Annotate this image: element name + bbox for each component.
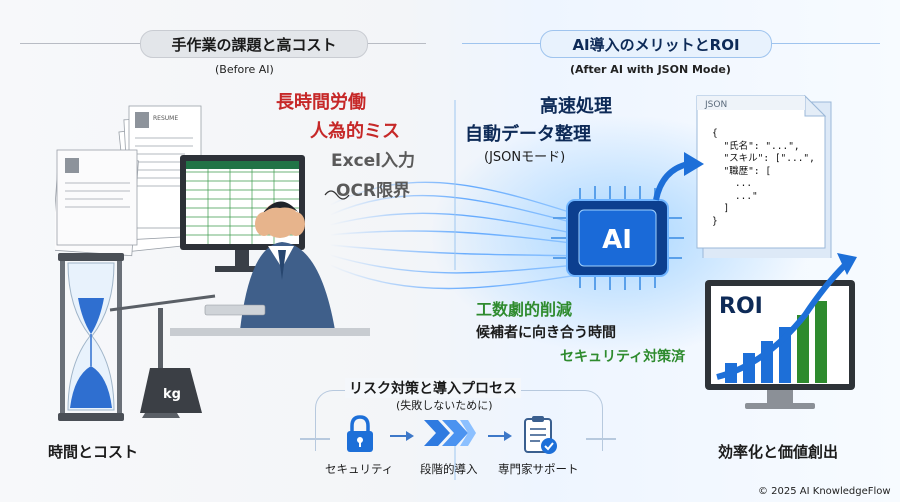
copyright-text: © 2025 AI KnowledgeFlow xyxy=(758,486,891,497)
headline-auto-data: 自動データ整理 xyxy=(465,124,591,145)
arrow-right-icon xyxy=(390,431,414,441)
frustrated-worker-at-desk xyxy=(170,155,370,336)
right-title-rule-right xyxy=(770,43,880,44)
json-line: { xyxy=(712,128,718,139)
headline-json-mode: (JSONモード) xyxy=(484,150,566,165)
checklist-icon xyxy=(524,416,557,454)
json-line: "職歴": [ xyxy=(712,165,772,177)
step-security-label: セキュリティ xyxy=(325,462,394,476)
json-line: ] xyxy=(712,203,730,214)
step-phased-label: 段階的導入 xyxy=(420,462,478,476)
process-title: リスク対策と導入プロセス xyxy=(345,378,521,398)
hourglass-and-scale-icon: kg xyxy=(58,253,216,421)
roi-chart-monitor: ROI xyxy=(705,253,857,409)
right-bottom-label: 効率化と価値創出 xyxy=(718,443,839,461)
json-code-block: { "氏名": "...", "スキル": ["...", "職歴": [ ..… xyxy=(712,128,815,228)
left-bottom-label: 時間とコスト xyxy=(48,443,139,461)
point-long-hours: 長時間労働 xyxy=(276,92,366,113)
benefit-security: セキュリティ対策済 xyxy=(560,349,686,365)
json-line: } xyxy=(712,215,718,227)
json-line: "氏名": "...", xyxy=(712,140,800,152)
process-line-right xyxy=(586,438,616,440)
right-title-rule-left xyxy=(462,43,540,44)
point-excel-input: Excel入力 xyxy=(331,151,416,171)
chip-to-json-arrow-icon xyxy=(653,152,704,201)
benefit-workload-reduction: 工数劇的削減 xyxy=(476,300,573,319)
headline-fast-processing: 高速処理 xyxy=(540,96,612,117)
ai-chip-label: AI xyxy=(602,225,632,255)
point-human-error: 人為的ミス xyxy=(310,121,400,142)
json-line: "スキル": ["...", xyxy=(712,153,815,164)
process-subtitle: (失敗しないために) xyxy=(396,399,493,412)
point-ocr-limit: OCR限界 xyxy=(336,181,411,201)
process-line-left xyxy=(300,438,330,440)
weight-label: kg xyxy=(163,387,181,402)
resume-label: RESUME xyxy=(153,115,178,122)
left-section-title: 手作業の課題と高コスト xyxy=(140,30,368,58)
right-subtitle: (After AI with JSON Mode) xyxy=(570,63,731,76)
json-document-icon: JSON xyxy=(696,94,832,258)
json-tab-label: JSON xyxy=(704,100,727,110)
ai-chip-icon: AI xyxy=(551,186,684,290)
chevrons-icon xyxy=(424,420,476,446)
left-title-rule-right xyxy=(366,43,426,44)
right-section-title: AI導入のメリットとROI xyxy=(540,30,772,58)
json-line: ..." xyxy=(712,190,758,202)
step-expert-label: 専門家サポート xyxy=(498,462,579,476)
lock-icon xyxy=(347,415,373,452)
left-title-rule-left xyxy=(20,43,140,44)
left-subtitle: (Before AI) xyxy=(215,63,274,76)
arrow-right-icon xyxy=(488,431,512,441)
benefit-candidate-time: 候補者に向き合う時間 xyxy=(476,325,616,341)
roi-label: ROI xyxy=(719,294,763,319)
json-line: ... xyxy=(712,178,753,189)
